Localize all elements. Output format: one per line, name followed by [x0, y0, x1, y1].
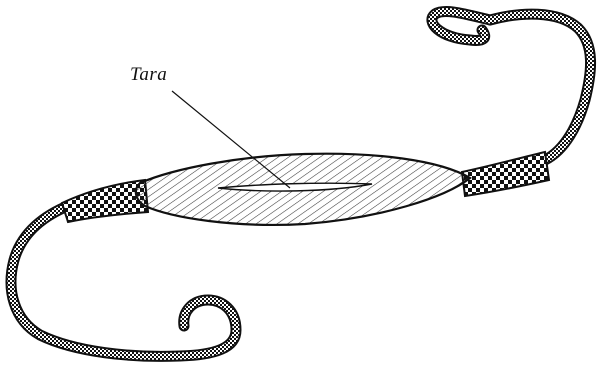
right-cord [432, 12, 591, 160]
left-cord [11, 205, 236, 356]
right-checkered-band [462, 152, 549, 196]
tara-label: Tara [130, 64, 167, 85]
left-checkered-band [62, 180, 148, 222]
